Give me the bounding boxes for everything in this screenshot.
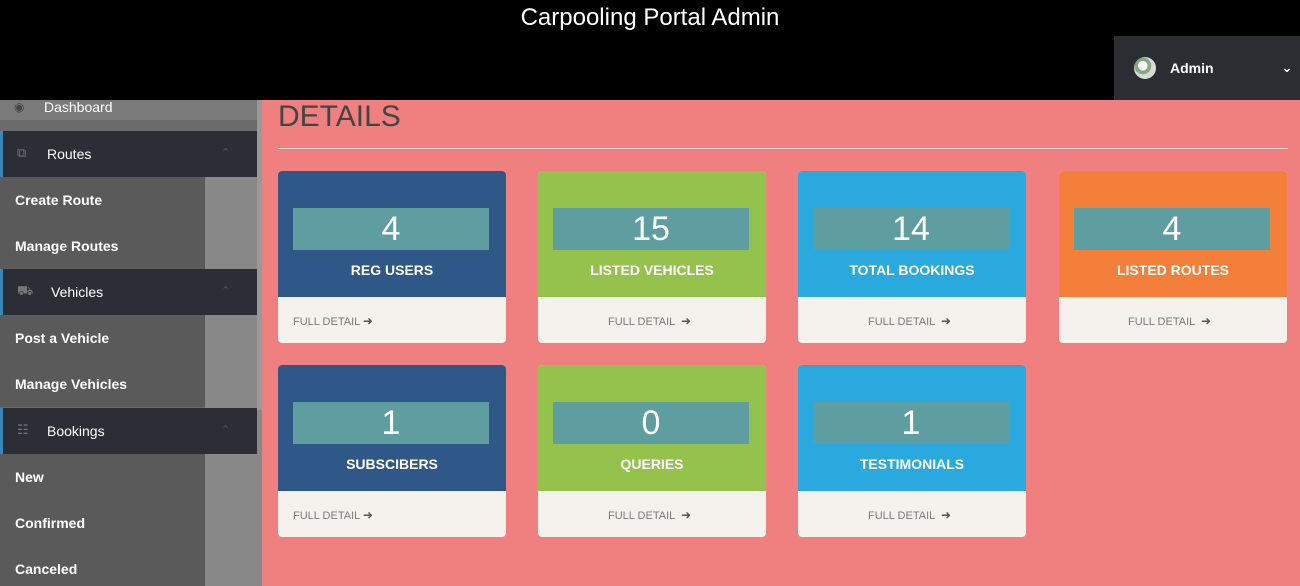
title-divider (278, 148, 1288, 149)
sidebar-item-post-vehicle[interactable]: Post a Vehicle (0, 315, 205, 361)
car-icon: ⛟ (17, 283, 34, 298)
chevron-up-icon: ⌃ (221, 147, 231, 159)
stat-card-testimonials: 1 TESTIMONIALS FULL DETAIL ➜ (798, 365, 1026, 537)
card-header: 4 REG USERS (278, 171, 506, 297)
stat-count: 15 (553, 208, 749, 250)
stat-label: TOTAL BOOKINGS (849, 262, 975, 278)
sidebar-section-label: Routes (47, 146, 92, 162)
routes-icon: ⧉ (17, 145, 27, 160)
arrow-right-icon: ➜ (362, 508, 373, 522)
stat-card-total-bookings: 14 TOTAL BOOKINGS FULL DETAIL ➜ (798, 171, 1026, 343)
sidebar-section-label: Vehicles (51, 284, 104, 300)
sidebar-scrollbar[interactable] (257, 100, 262, 410)
footer-text: FULL DETAIL ➜ (868, 314, 951, 328)
sidebar-item-label: Manage Vehicles (15, 376, 128, 392)
stat-card-reg-users: 4 REG USERS FULL DETAIL ➜ (278, 171, 506, 343)
footer-text: FULL DETAIL ➜ (293, 508, 373, 522)
chevron-down-icon: ⌄ (1281, 60, 1293, 75)
footer-label: FULL DETAIL (293, 316, 360, 328)
stat-label: TESTIMONIALS (859, 456, 965, 472)
arrow-right-icon: ➜ (362, 314, 373, 328)
sidebar-item-manage-routes[interactable]: Manage Routes (0, 223, 205, 269)
app-title: Carpooling Portal Admin (520, 4, 780, 31)
arrow-right-icon: ➜ (680, 508, 692, 522)
stat-card-queries: 0 QUERIES FULL DETAIL ➜ (538, 365, 766, 537)
sidebar-item-label: New (15, 469, 44, 485)
user-menu[interactable]: Admin ⌄ (1114, 36, 1300, 100)
stat-label: LISTED VEHICLES (590, 262, 714, 278)
full-detail-link[interactable]: FULL DETAIL ➜ (538, 491, 766, 537)
stat-label: REG USERS (350, 262, 434, 278)
stat-label: LISTED ROUTES (1116, 262, 1229, 278)
sidebar-item-label: Dashboard (44, 99, 113, 115)
footer-text: FULL DETAIL ➜ (868, 508, 951, 522)
stat-count: 1 (813, 402, 1009, 444)
stat-count: 14 (813, 208, 1009, 250)
stat-count: 4 (1074, 208, 1270, 250)
footer-label: FULL DETAIL (608, 316, 675, 328)
sitemap-icon: ☷ (17, 422, 29, 437)
footer-label: FULL DETAIL (868, 510, 935, 522)
full-detail-link[interactable]: FULL DETAIL ➜ (798, 297, 1026, 343)
stat-card-subscribers: 1 SUBSCIBERS FULL DETAIL ➜ (278, 365, 506, 537)
chevron-up-icon: ⌃ (221, 424, 231, 436)
stat-count: 4 (293, 208, 489, 250)
full-detail-link[interactable]: FULL DETAIL ➜ (278, 491, 506, 537)
footer-text: FULL DETAIL ➜ (293, 314, 373, 328)
sidebar-section-label: Bookings (47, 423, 105, 439)
card-header: 1 TESTIMONIALS (798, 365, 1026, 491)
card-header: 14 TOTAL BOOKINGS (798, 171, 1026, 297)
footer-text: FULL DETAIL ➜ (608, 314, 691, 328)
footer-label: FULL DETAIL (1128, 316, 1195, 328)
sidebar-item-confirmed[interactable]: Confirmed (0, 500, 205, 546)
user-name: Admin (1170, 60, 1214, 76)
card-header: 1 SUBSCIBERS (278, 365, 506, 491)
footer-label: FULL DETAIL (293, 510, 360, 522)
sidebar-section-bookings[interactable]: ☷ Bookings ⌃ (0, 408, 257, 454)
arrow-right-icon: ➜ (940, 314, 952, 328)
footer-label: FULL DETAIL (868, 316, 935, 328)
stat-card-listed-vehicles: 15 LISTED VEHICLES FULL DETAIL ➜ (538, 171, 766, 343)
card-header: 0 QUERIES (538, 365, 766, 491)
stat-label: SUBSCIBERS (346, 456, 438, 472)
sidebar-item-label: Confirmed (15, 515, 85, 531)
full-detail-link[interactable]: FULL DETAIL ➜ (1059, 297, 1287, 343)
sidebar-item-label: Post a Vehicle (15, 330, 110, 346)
full-detail-link[interactable]: FULL DETAIL ➜ (538, 297, 766, 343)
full-detail-link[interactable]: FULL DETAIL ➜ (278, 297, 506, 343)
sidebar: ◉ Dashboard ⧉ Routes ⌃ Create Route Mana… (0, 99, 262, 586)
stat-card-listed-routes: 4 LISTED ROUTES FULL DETAIL ➜ (1059, 171, 1287, 343)
stat-count: 1 (293, 402, 489, 444)
stat-label: QUERIES (620, 456, 684, 472)
sidebar-section-routes[interactable]: ⧉ Routes ⌃ (0, 131, 257, 177)
footer-text: FULL DETAIL ➜ (1128, 314, 1211, 328)
sidebar-item-label: Manage Routes (15, 238, 119, 254)
sidebar-section-vehicles[interactable]: ⛟ Vehicles ⌃ (0, 269, 257, 315)
sidebar-item-manage-vehicles[interactable]: Manage Vehicles (0, 361, 205, 407)
arrow-right-icon: ➜ (680, 314, 692, 328)
avatar (1134, 57, 1156, 79)
arrow-right-icon: ➜ (940, 508, 952, 522)
arrow-right-icon: ➜ (1200, 314, 1212, 328)
sidebar-item-create-route[interactable]: Create Route (0, 177, 205, 223)
main-content: DETAILS 4 REG USERS FULL DETAIL ➜ 15 LIS… (262, 100, 1300, 586)
sidebar-item-new[interactable]: New (0, 454, 205, 500)
chevron-up-icon: ⌃ (221, 285, 231, 297)
page-title: DETAILS (278, 100, 401, 133)
sidebar-item-label: Create Route (15, 192, 103, 208)
sidebar-strip (205, 177, 262, 586)
footer-label: FULL DETAIL (608, 510, 675, 522)
card-header: 15 LISTED VEHICLES (538, 171, 766, 297)
footer-text: FULL DETAIL ➜ (608, 508, 691, 522)
sidebar-item-label: Canceled (15, 561, 78, 577)
dashboard-icon: ◉ (14, 100, 25, 114)
top-navbar: Carpooling Portal Admin Admin ⌄ (0, 0, 1300, 100)
sidebar-item-canceled[interactable]: Canceled (0, 546, 205, 586)
stat-count: 0 (553, 402, 749, 444)
card-header: 4 LISTED ROUTES (1059, 171, 1287, 297)
sidebar-item-dashboard[interactable]: ◉ Dashboard (0, 99, 257, 120)
full-detail-link[interactable]: FULL DETAIL ➜ (798, 491, 1026, 537)
